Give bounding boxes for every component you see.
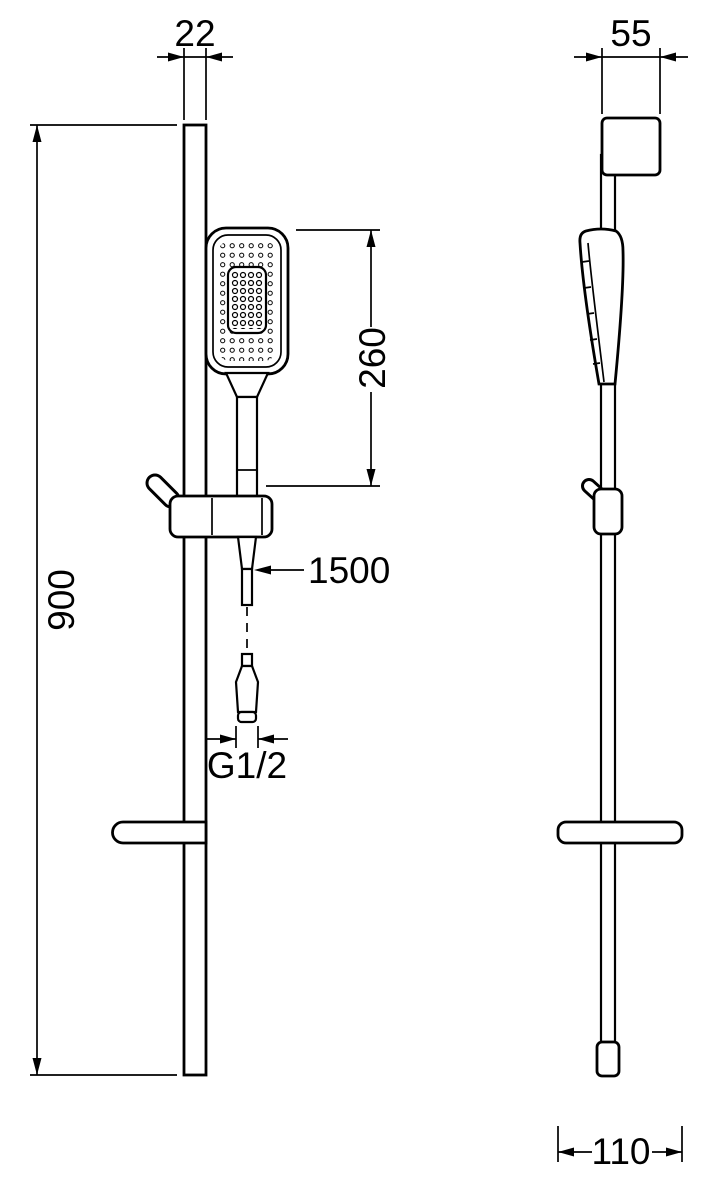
dim-hand-shower-length: 260 (266, 229, 393, 487)
connector-thread (236, 710, 258, 724)
shower-face-plate (212, 234, 282, 368)
arrowhead-up-icon (32, 125, 42, 142)
dim-hose-length-label: 1500 (308, 550, 390, 591)
dim-thread: G1/2 (206, 726, 288, 786)
arrowhead-left-icon (558, 1147, 574, 1157)
rail-front (182, 123, 208, 1077)
dim-rail-height-label: 900 (41, 569, 82, 631)
shelf-side (556, 820, 684, 845)
handle-grip (235, 395, 259, 499)
dim-rail-width-label: 22 (174, 13, 215, 54)
arrowhead-left-icon (258, 734, 274, 744)
slider-side (581, 478, 624, 536)
slider-front (145, 473, 274, 539)
slider-body (168, 494, 274, 539)
arrowhead-down-icon (32, 1058, 42, 1075)
nozzle-tick (583, 286, 592, 289)
wall-bracket-side (600, 116, 662, 177)
connector-cone (234, 664, 260, 714)
spray-nozzles-center (231, 271, 263, 329)
front-view: 900 22 (30, 13, 393, 1077)
dim-rail-height: 900 (30, 124, 177, 1076)
connector-stub (240, 652, 254, 668)
hand-shower-front (204, 226, 290, 499)
dim-shelf-depth-label: 110 (592, 1131, 651, 1172)
nozzle-tick (592, 362, 601, 365)
dim-hose-length: 1500 (254, 550, 390, 591)
arrowhead-down-icon (366, 469, 376, 486)
hand-shower-side (578, 227, 625, 386)
nozzle-tick (586, 312, 595, 315)
dim-hand-shower-length-label: 260 (352, 327, 393, 389)
handle-neck (224, 371, 270, 399)
arrowhead-right-icon (220, 734, 236, 744)
nozzle-tick (589, 338, 598, 341)
dim-thread-label: G1/2 (207, 745, 287, 786)
slider-body-side (592, 487, 624, 536)
arrowhead-right-icon (586, 52, 602, 62)
arrowhead-left-icon (254, 565, 271, 575)
dim-wall-offset-label: 55 (610, 13, 651, 54)
slider-knob (148, 476, 178, 506)
hose-stub (240, 567, 254, 607)
dim-shelf-depth: 110 (557, 1126, 683, 1172)
arrowhead-up-icon (366, 230, 376, 247)
dim-rail-width: 22 (157, 13, 233, 120)
shelf-front (111, 820, 208, 845)
arrowhead-left-icon (206, 52, 222, 62)
nozzle-tick (581, 260, 590, 263)
face-plate-edge (587, 242, 605, 383)
arrowhead-right-icon (666, 1147, 682, 1157)
dim-wall-offset: 55 (574, 13, 688, 114)
hose-front (236, 535, 258, 652)
arrowhead-right-icon (168, 52, 184, 62)
hose-nut (236, 535, 258, 571)
hose-connector (234, 652, 260, 724)
rail-foot-side (595, 1040, 621, 1078)
arrowhead-left-icon (660, 52, 676, 62)
side-view: 55 (556, 13, 688, 1172)
